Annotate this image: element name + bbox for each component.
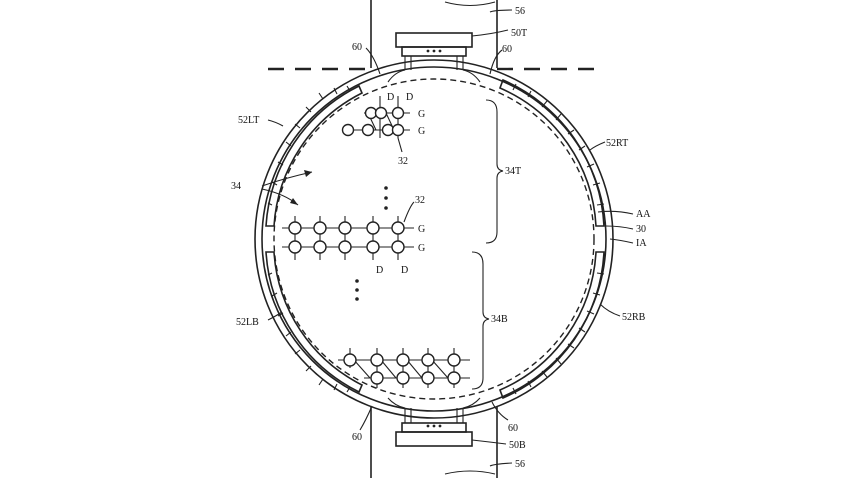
label-34T: 34T: [505, 166, 521, 177]
label-50B: 50B: [509, 440, 526, 451]
label-56-bottom: 56: [515, 459, 525, 470]
label-52RB: 52RB: [622, 312, 646, 323]
label-34B: 34B: [491, 314, 508, 325]
electrode-52LB: [265, 251, 364, 394]
vertical-ellipsis: [384, 186, 388, 210]
label-60-bl: 60: [352, 432, 362, 443]
label-d: D: [387, 92, 394, 103]
label-52LT: 52LT: [238, 115, 259, 126]
brace-34B: [471, 251, 490, 390]
pixel-rows-middle: [282, 216, 414, 260]
label-60-br: 60: [508, 423, 518, 434]
label-g: G: [418, 224, 425, 235]
arrow-34: [261, 170, 313, 206]
label-34: 34: [231, 181, 241, 192]
electrode-52RT: [498, 78, 605, 227]
leader-lines: [267, 9, 634, 467]
top-band: [370, 0, 498, 68]
label-d: D: [376, 265, 383, 276]
label-56-top: 56: [515, 6, 525, 17]
label-60-tl: 60: [352, 42, 362, 53]
label-d: D: [406, 92, 413, 103]
label-IA: IA: [636, 238, 647, 249]
label-60-tr: 60: [502, 44, 512, 55]
display-housing: [254, 59, 614, 419]
pixel-array-top: [341, 96, 410, 138]
brace-34T: [485, 99, 504, 244]
vertical-ellipsis-lower: [355, 279, 359, 301]
bottom-connector: [387, 397, 481, 447]
top-connector: [387, 32, 481, 83]
label-g: G: [418, 243, 425, 254]
label-AA: AA: [636, 209, 651, 220]
label-52LB: 52LB: [236, 317, 259, 328]
label-32-mid: 32: [415, 195, 425, 206]
label-52RT: 52RT: [606, 138, 628, 149]
bottom-band: [370, 406, 498, 478]
electrode-52LT: [265, 84, 364, 227]
label-g: G: [418, 109, 425, 120]
label-d: D: [401, 265, 408, 276]
electrode-52RB: [498, 251, 605, 400]
leader-line: [403, 201, 415, 223]
label-50T: 50T: [511, 28, 527, 39]
leader-line: [397, 137, 403, 153]
label-30: 30: [636, 224, 646, 235]
label-g: G: [418, 126, 425, 137]
label-32-top: 32: [398, 156, 408, 167]
pixel-array-bottom: [338, 348, 470, 388]
